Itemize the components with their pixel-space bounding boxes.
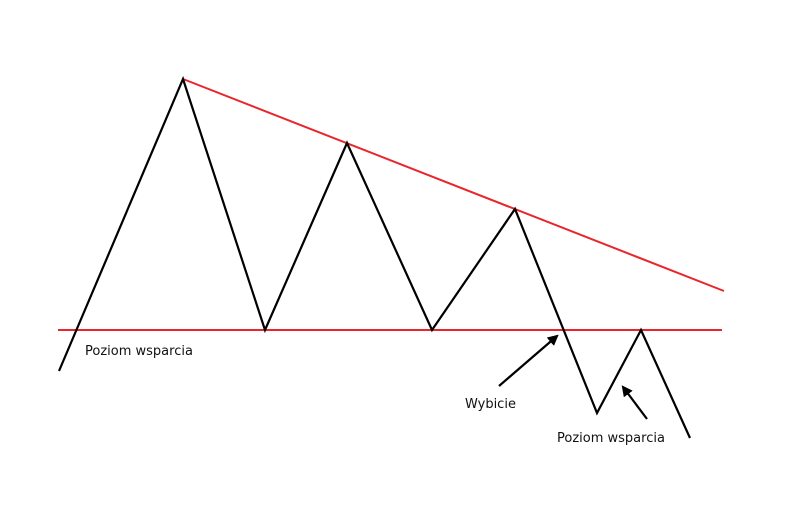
support-level-label-left: Poziom wsparcia [85, 344, 193, 359]
arrow-up-right-icon [498, 334, 559, 387]
breakout-label: Wybicie [465, 397, 516, 412]
price-line [57, 75, 692, 439]
arrow-up-left-icon [621, 385, 648, 420]
support-level-label-right: Poziom wsparcia [557, 431, 665, 446]
resistance-trend-line [182, 78, 725, 292]
